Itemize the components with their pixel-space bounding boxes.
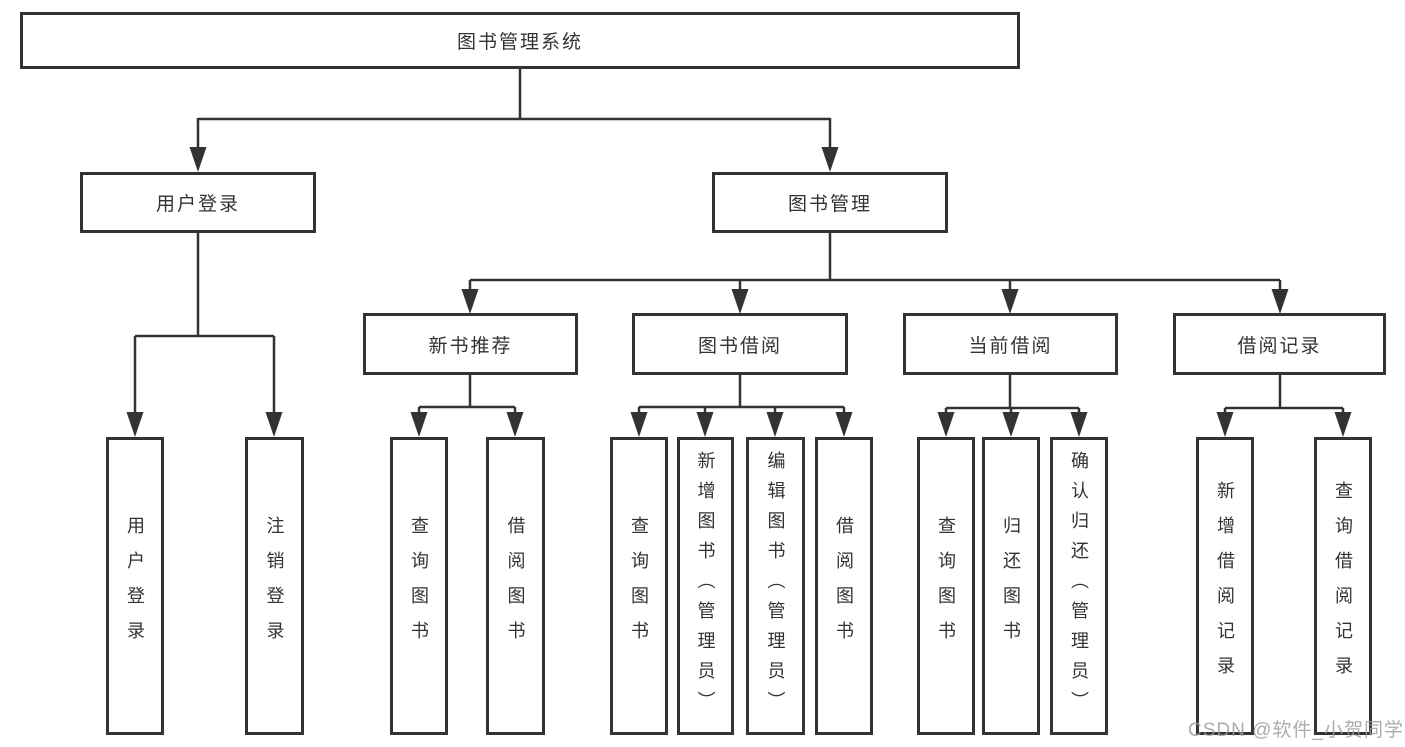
- leaf-label: 借阅图书: [834, 516, 854, 656]
- node-book-borrowing: 图书借阅: [632, 313, 848, 375]
- leaf-label: 新增借阅记录: [1215, 481, 1235, 691]
- arrowheads: [126, 147, 1352, 437]
- leaf-label: 查询借阅记录: [1333, 481, 1353, 691]
- node-user-login-branch: 用户登录: [80, 172, 316, 233]
- leaf-add-books-admin: 新增图书（管理员）: [677, 437, 734, 735]
- leaf-query-books-recommend: 查询图书: [390, 437, 448, 735]
- node-book-management-branch: 图书管理: [712, 172, 948, 233]
- leaf-label: 借阅图书: [505, 516, 526, 656]
- leaf-label: 查询图书: [629, 516, 649, 656]
- leaf-label: 编辑图书（管理员）: [765, 451, 786, 721]
- leaf-borrow-books-borrowing: 借阅图书: [815, 437, 873, 735]
- leaf-label: 查询图书: [409, 516, 429, 656]
- leaf-label: 注销登录: [264, 516, 285, 656]
- leaf-query-books-borrowing: 查询图书: [610, 437, 668, 735]
- leaf-user-login: 用户登录: [106, 437, 164, 735]
- node-root-library-system: 图书管理系统: [20, 12, 1020, 69]
- leaf-label: 新增图书（管理员）: [695, 451, 716, 721]
- leaf-edit-books-admin: 编辑图书（管理员）: [746, 437, 805, 735]
- leaf-label: 确认归还（管理员）: [1069, 451, 1089, 721]
- node-new-book-recommend: 新书推荐: [363, 313, 578, 375]
- csdn-watermark: CSDN @软件_小贺同学: [1188, 720, 1404, 741]
- leaf-query-books-current: 查询图书: [917, 437, 975, 735]
- leaf-label: 查询图书: [936, 516, 956, 656]
- leaf-label: 归还图书: [1001, 516, 1021, 656]
- node-borrowing-records: 借阅记录: [1173, 313, 1386, 375]
- node-current-borrowing: 当前借阅: [903, 313, 1118, 375]
- leaf-borrow-books-recommend: 借阅图书: [486, 437, 545, 735]
- leaf-logout: 注销登录: [245, 437, 304, 735]
- leaf-label: 用户登录: [125, 516, 145, 656]
- leaf-confirm-return-admin: 确认归还（管理员）: [1050, 437, 1108, 735]
- leaf-add-borrow-record: 新增借阅记录: [1196, 437, 1254, 735]
- leaf-query-borrow-record: 查询借阅记录: [1314, 437, 1372, 735]
- leaf-return-books: 归还图书: [982, 437, 1040, 735]
